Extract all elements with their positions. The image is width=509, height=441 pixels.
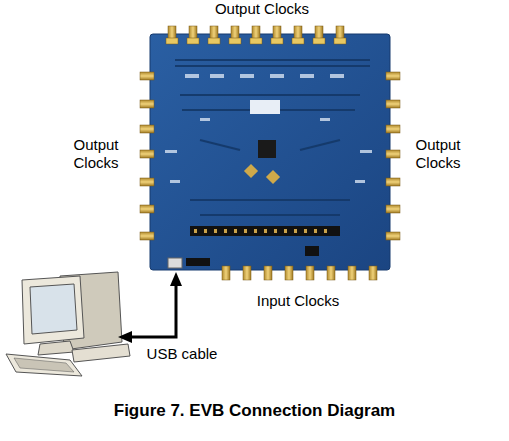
arrow-heads bbox=[118, 272, 182, 343]
usb-cable-arrow bbox=[128, 284, 176, 337]
text-label: Input Clocks bbox=[216, 292, 380, 310]
text-label: Output Clocks bbox=[180, 0, 344, 18]
sma-connectors bbox=[140, 26, 400, 280]
text-label: Output Clocks bbox=[58, 136, 134, 172]
text-label: Output Clocks bbox=[400, 136, 476, 172]
text-label: USB cable bbox=[132, 345, 232, 363]
evaluation-board bbox=[150, 34, 390, 270]
computer-illustration bbox=[6, 272, 130, 376]
figure-caption: Figure 7. EVB Connection Diagram bbox=[0, 401, 509, 421]
